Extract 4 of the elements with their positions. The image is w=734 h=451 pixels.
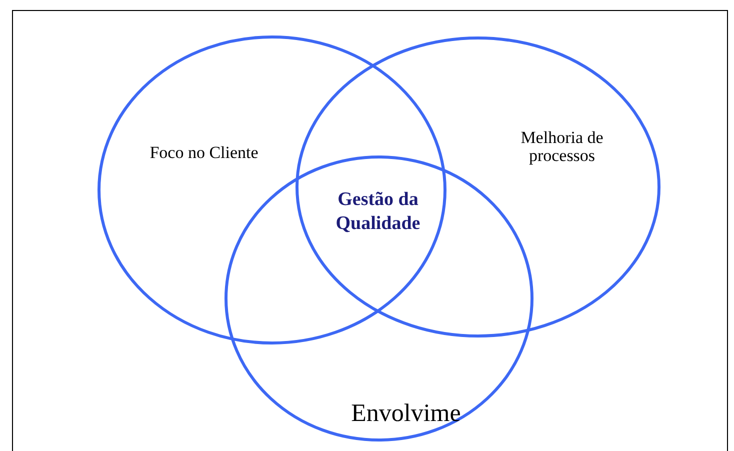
- center-label: Gestão da Qualidade: [334, 188, 422, 236]
- circle-label: Melhoria de processos: [520, 129, 604, 165]
- circle-label: Envolvime: [350, 401, 462, 428]
- circle-label: Foco no Cliente: [148, 144, 260, 162]
